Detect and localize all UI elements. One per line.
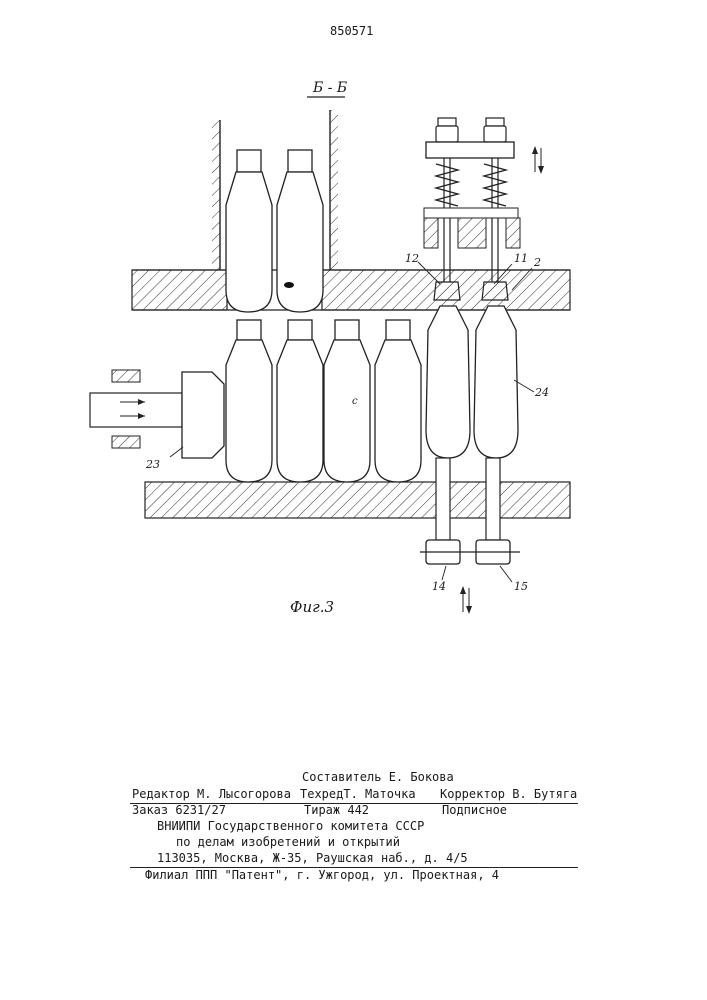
order-line: Заказ 6231/27 [132, 803, 226, 817]
mark-c-label: c [352, 396, 358, 407]
middle-guide-wall [330, 110, 338, 270]
lower-bottle-2 [277, 320, 323, 482]
label-15: 15 [514, 580, 528, 593]
subscription-line: Подписное [442, 803, 507, 817]
section-label: Б - Б [312, 80, 347, 96]
circulation-line: Тираж 442 [304, 803, 369, 817]
techred-line: ТехредТ. Маточка [300, 787, 416, 801]
corrector-line: Корректор В. Бутяга [440, 787, 577, 801]
figure-caption: Фиг.3 [290, 598, 334, 616]
section-mark: Б - Б [307, 80, 347, 97]
lower-bottle-4 [375, 320, 421, 482]
branch-line: Филиал ППП "Патент", г. Ужгород, ул. Про… [145, 868, 499, 882]
pusher-23: 23 [90, 370, 224, 471]
label-2: 2 [533, 256, 541, 269]
editor-line: Редактор М. Лысогорова [132, 787, 291, 801]
compiler-line: Составитель Е. Бокова [302, 770, 454, 784]
left-guide-wall [212, 120, 220, 270]
upper-bottle-2 [277, 150, 323, 312]
lower-bottle-3: c [324, 320, 370, 482]
lower-plate [145, 482, 570, 518]
lifted-bottle-right: 24 [474, 306, 549, 458]
institute-line-1: ВНИИПИ Государственного комитета СССР [157, 819, 424, 833]
address-line: 113035, Москва, Ж-35, Раушская наб., д. … [157, 851, 468, 865]
lower-bottle-1 [226, 320, 272, 482]
institute-line-2: по делам изобретений и открытий [176, 835, 400, 849]
lifted-bottle-left [426, 306, 470, 458]
label-24: 24 [534, 386, 549, 399]
upper-bottle-1 [226, 150, 272, 312]
label-14: 14 [432, 580, 446, 593]
label-11: 11 [514, 252, 528, 265]
lower-rods: 14 15 [420, 458, 528, 614]
figure-3-drawing: Б - Б [0, 0, 707, 640]
label-23: 23 [145, 458, 160, 471]
label-12: 12 [405, 252, 419, 265]
